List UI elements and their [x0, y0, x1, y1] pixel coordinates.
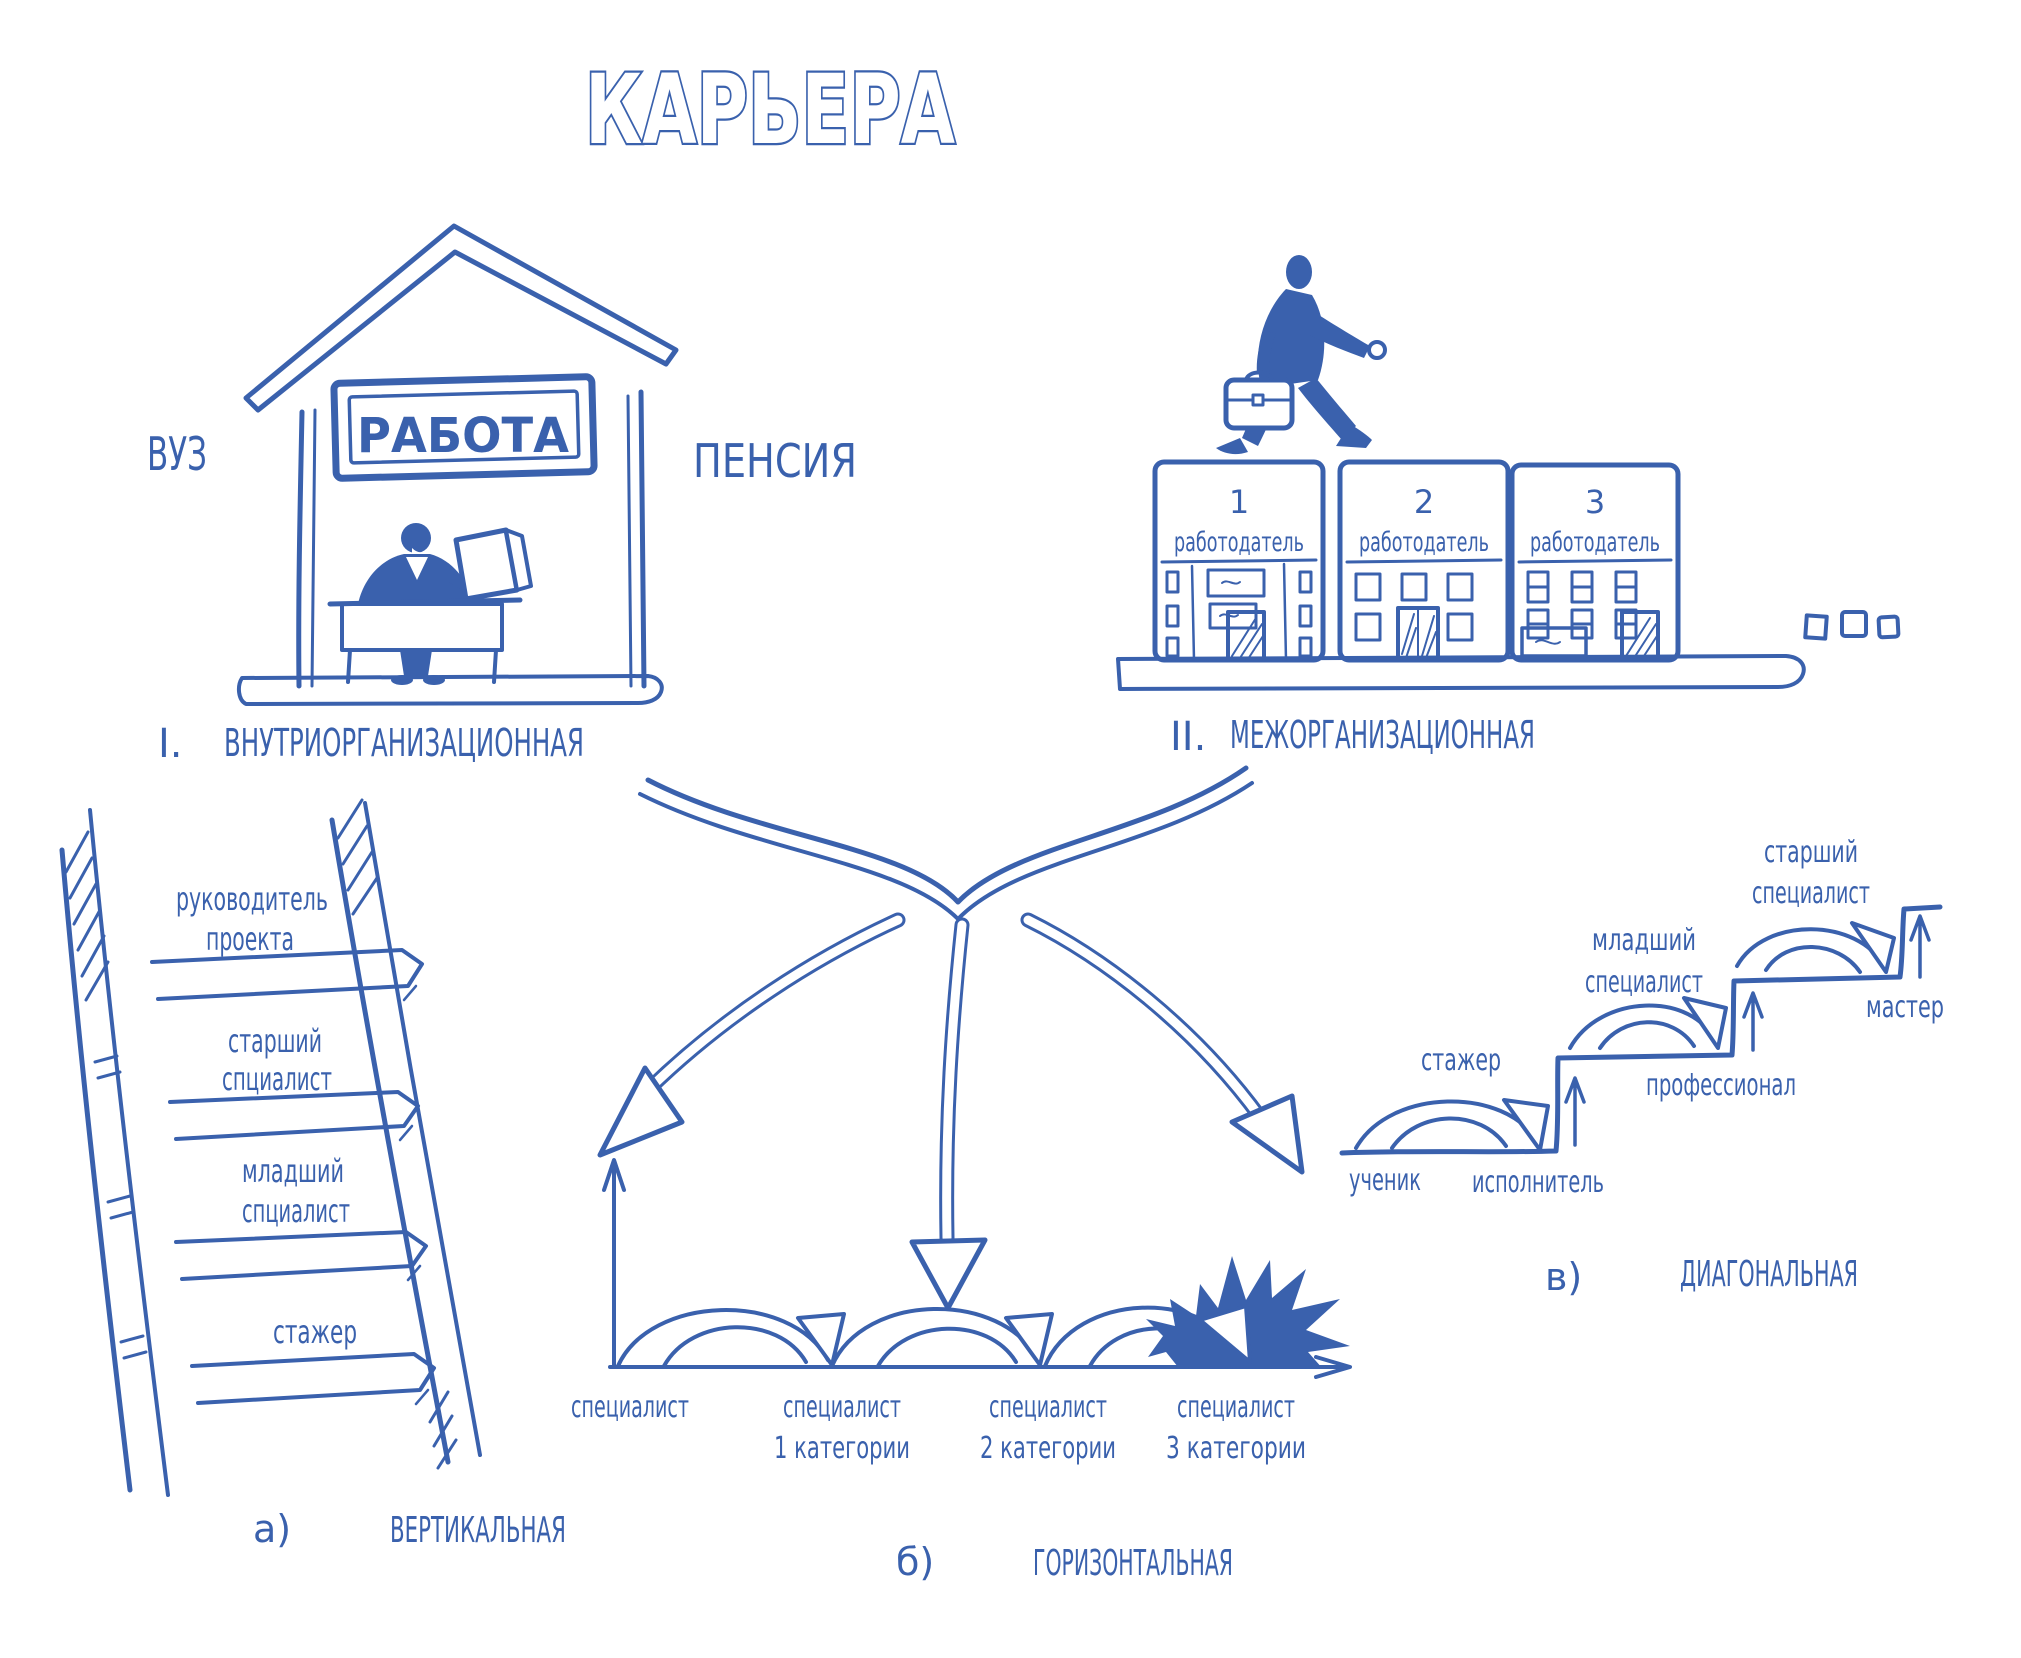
jump-arrowhead [1198, 1304, 1252, 1364]
arc-label: стажер [1421, 1043, 1501, 1078]
building-3: 3 работодатель [1509, 462, 1681, 663]
intra-house-illustration: РАБОТА [236, 223, 679, 706]
vertical-caption: ВЕРТИКАЛЬНАЯ [390, 1510, 566, 1551]
sign-text: РАБОТА [357, 408, 569, 464]
diagonal-letter: в) [1545, 1255, 1582, 1299]
position-label: специалист [783, 1390, 901, 1425]
pension-label: ПЕНСИЯ [693, 434, 857, 488]
building-2-num: 2 [1414, 483, 1434, 521]
up-arrow [1564, 1076, 1586, 1147]
ladder-step-label: старший [228, 1022, 322, 1060]
horizontal-chart: специалист специалист 1 категории специа… [571, 1158, 1352, 1466]
arrowhead-right [1229, 1093, 1305, 1175]
position-label: специалист [1177, 1390, 1295, 1425]
intra-caption: ВНУТРИОРГАНИЗАЦИОННАЯ [224, 721, 584, 765]
ladder-step-label: младший [242, 1152, 344, 1190]
ladder-step-label: проекта [206, 920, 294, 958]
walking-man-illustration [1216, 255, 1387, 455]
jump-arrowhead [1004, 1312, 1054, 1367]
rabota-sign: РАБОТА [330, 373, 598, 482]
position-label: специалист [571, 1390, 689, 1425]
arc-label: старший [1764, 835, 1858, 870]
position-label: 1 категории [774, 1431, 910, 1466]
building-1-num: 1 [1229, 483, 1249, 521]
more-buildings-ellipsis [1803, 610, 1901, 641]
vuz-label: ВУЗ [147, 427, 207, 481]
intra-numeral: I. [158, 721, 183, 767]
jump-arrowhead [1502, 1098, 1550, 1152]
jump-arrowhead [1850, 921, 1896, 974]
building-1: 1 работодатель [1152, 459, 1326, 663]
diagonal-chart: стажер младший специалист старший специа… [1339, 835, 1944, 1200]
building-3-num: 3 [1585, 483, 1605, 521]
ladder-illustration: руководитель проекта старший спциалист м… [59, 798, 482, 1497]
ladder-step-label: руководитель [176, 880, 328, 918]
diagonal-caption: ДИАГОНАЛЬНАЯ [1680, 1254, 1858, 1295]
position-label: 3 категории [1166, 1431, 1306, 1466]
up-arrow [1909, 914, 1931, 979]
arc-label: специалист [1752, 876, 1870, 911]
stair-position-label: профессионал [1646, 1068, 1796, 1103]
arc-label: младший [1592, 923, 1696, 958]
up-arrow [1742, 991, 1764, 1052]
horizontal-caption: ГОРИЗОНТАЛЬНАЯ [1033, 1543, 1233, 1584]
building-3-label: работодатель [1530, 527, 1660, 558]
arc-label: специалист [1585, 965, 1703, 1000]
inter-caption: МЕЖОРГАНИЗАЦИОННАЯ [1230, 713, 1535, 757]
employer-buildings-illustration: 1 работодатель 2 работодатель [1116, 459, 1901, 691]
branching-arrows [597, 765, 1305, 1311]
page-title: КАРЬЕРА [585, 54, 955, 166]
stair-position-label: ученик [1349, 1163, 1421, 1198]
position-label: специалист [989, 1390, 1107, 1425]
building-1-label: работодатель [1174, 527, 1304, 558]
briefcase-icon [1223, 370, 1295, 431]
vertical-letter: а) [253, 1507, 291, 1551]
jump-arrowhead [1682, 996, 1728, 1050]
jump-arrowhead [796, 1312, 846, 1367]
arrowhead-left [597, 1065, 685, 1158]
stair-position-label: исполнитель [1472, 1165, 1604, 1200]
position-label: 2 категории [980, 1431, 1116, 1466]
ladder-step-label: спциалист [222, 1060, 332, 1098]
building-2-label: работодатель [1359, 527, 1489, 558]
inter-numeral: II. [1170, 714, 1206, 760]
arrowhead-center [909, 1237, 988, 1311]
stair-position-label: мастер [1866, 990, 1944, 1025]
office-worker-illustration [327, 523, 533, 685]
ladder-step-label: стажер [273, 1313, 357, 1351]
ladder-step-label: спциалист [242, 1192, 350, 1230]
building-2: 2 работодатель [1337, 459, 1511, 663]
horizontal-letter: б) [896, 1540, 934, 1584]
